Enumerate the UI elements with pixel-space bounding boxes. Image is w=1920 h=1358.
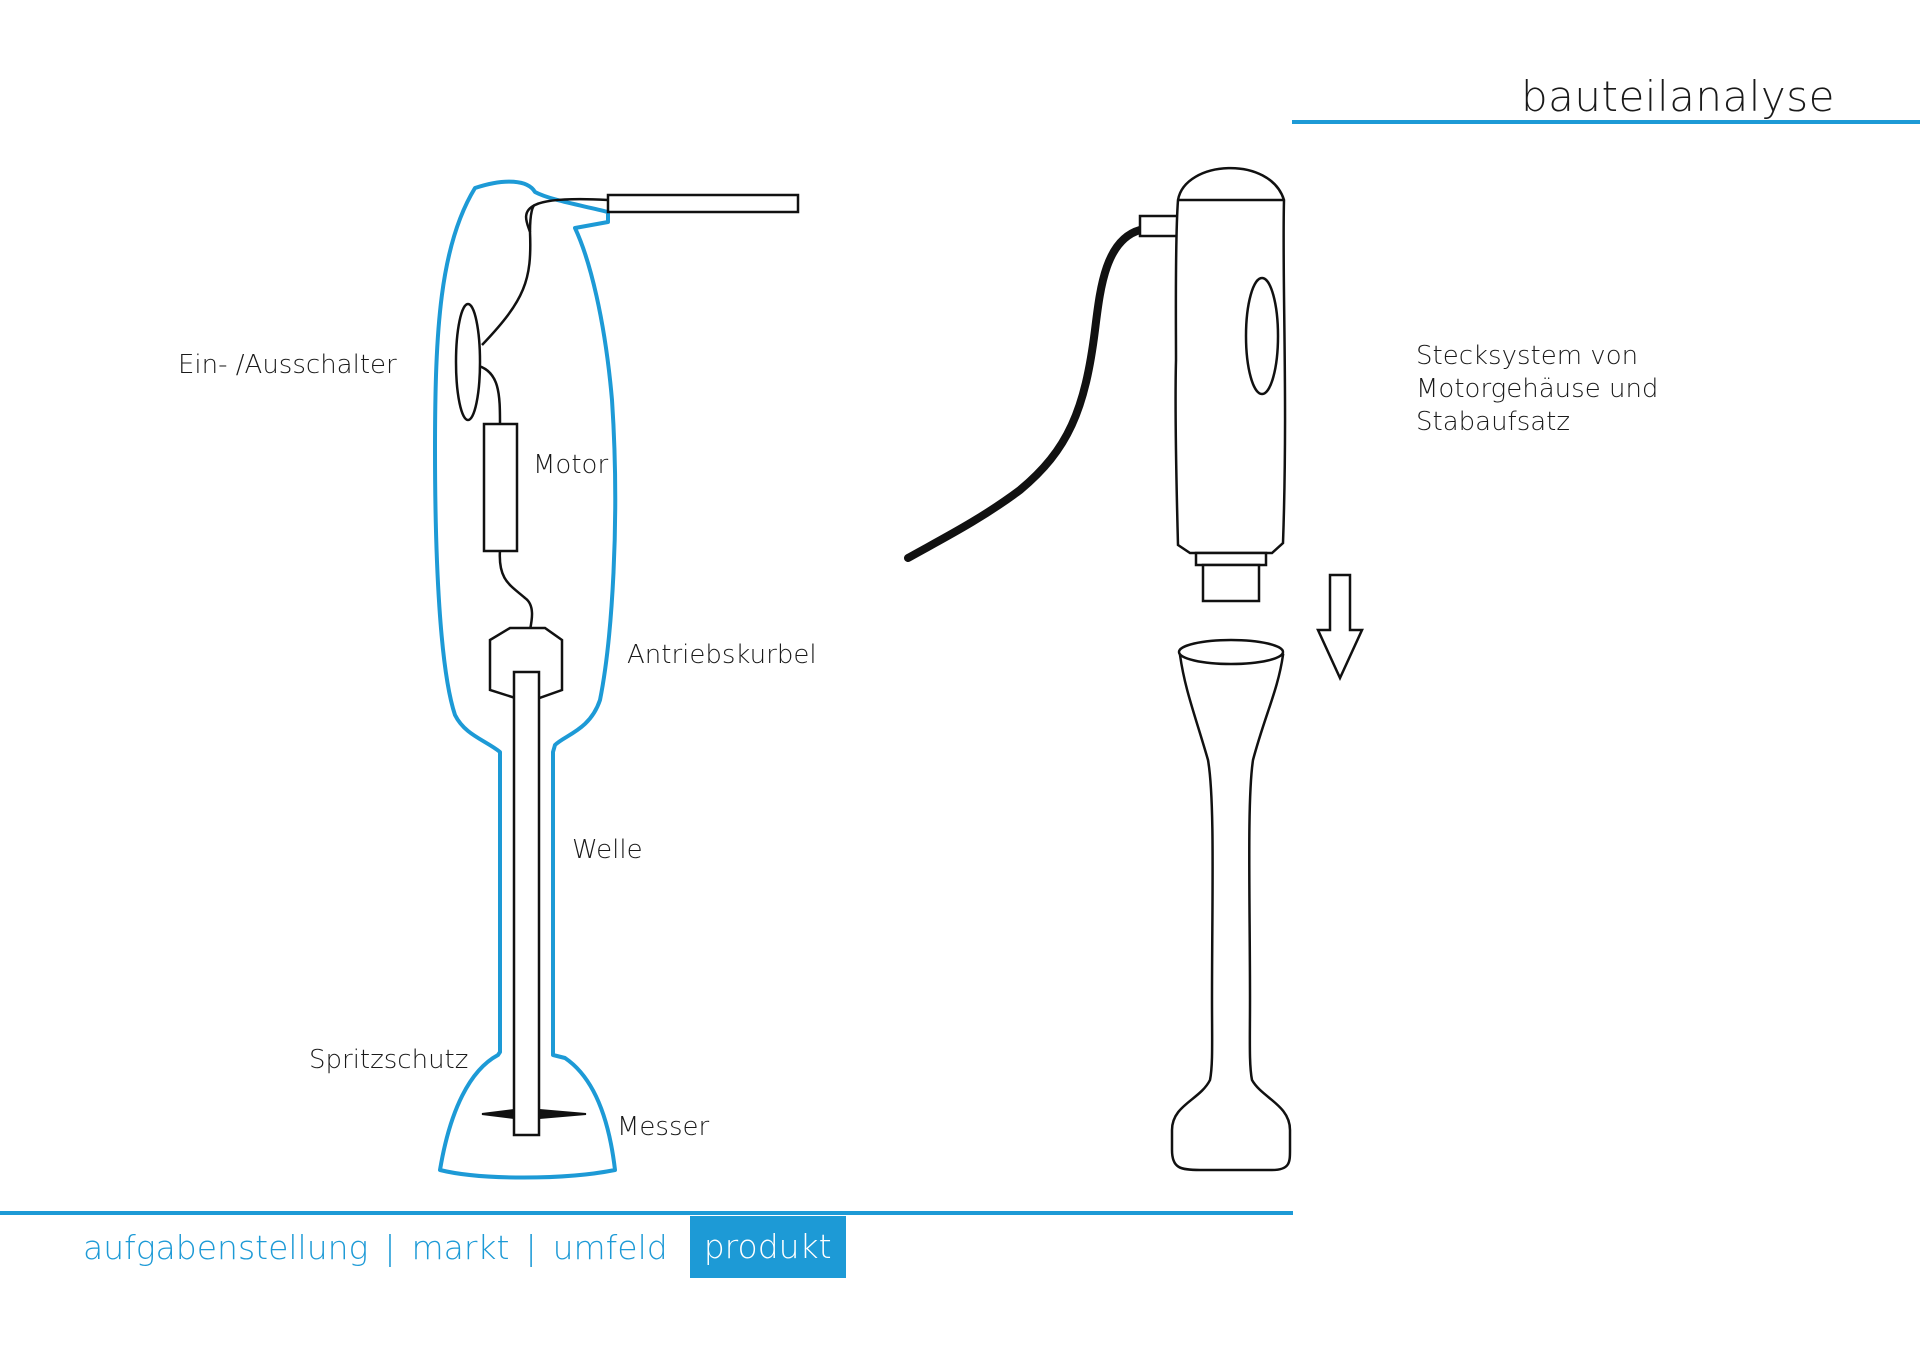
nav-separator: |: [384, 1227, 396, 1267]
motor-shape: [482, 422, 519, 553]
blade-shape: [481, 1108, 587, 1120]
cable-stub: [606, 193, 800, 214]
shaft-shape: [512, 670, 541, 1137]
label-crank: Antriebskurbel: [627, 640, 817, 670]
label-motor: Motor: [533, 450, 609, 480]
power-cord: [904, 226, 1144, 562]
cord-plug: [1138, 214, 1180, 238]
page-title: bauteilanalyse: [1520, 72, 1835, 121]
arrow-down-icon: [1316, 573, 1364, 682]
switch-shape: [454, 302, 482, 422]
blender-housing-outline: [433, 179, 618, 1180]
footer-rule: [0, 1211, 1293, 1215]
label-blade: Messer: [617, 1112, 710, 1142]
note-line: Stecksystem von: [1416, 341, 1639, 371]
crank-shape: [488, 626, 564, 704]
nav-item-produkt[interactable]: produkt: [689, 1216, 846, 1278]
nav-item-markt[interactable]: markt: [411, 1227, 510, 1267]
blender-stick: [1170, 638, 1292, 1172]
note-line: Stabaufsatz: [1416, 407, 1571, 437]
nav-separator: |: [525, 1227, 537, 1267]
internal-wiring: [474, 197, 609, 631]
connection-note: Stecksystem von Motorgehäuse und Stabauf…: [1416, 340, 1658, 439]
label-shaft: Welle: [572, 835, 643, 865]
note-line: Motorgehäuse und: [1416, 374, 1659, 404]
label-switch: Ein- /Ausschalter: [178, 350, 397, 380]
nav-item-aufgabenstellung[interactable]: aufgabenstellung: [83, 1227, 369, 1267]
nav-item-umfeld[interactable]: umfeld: [552, 1227, 668, 1267]
header-rule: [1292, 120, 1920, 124]
section-nav: aufgabenstellung | markt | umfeld produk…: [83, 1216, 846, 1278]
motor-housing: [1174, 166, 1287, 603]
label-guard: Spritzschutz: [309, 1045, 469, 1075]
